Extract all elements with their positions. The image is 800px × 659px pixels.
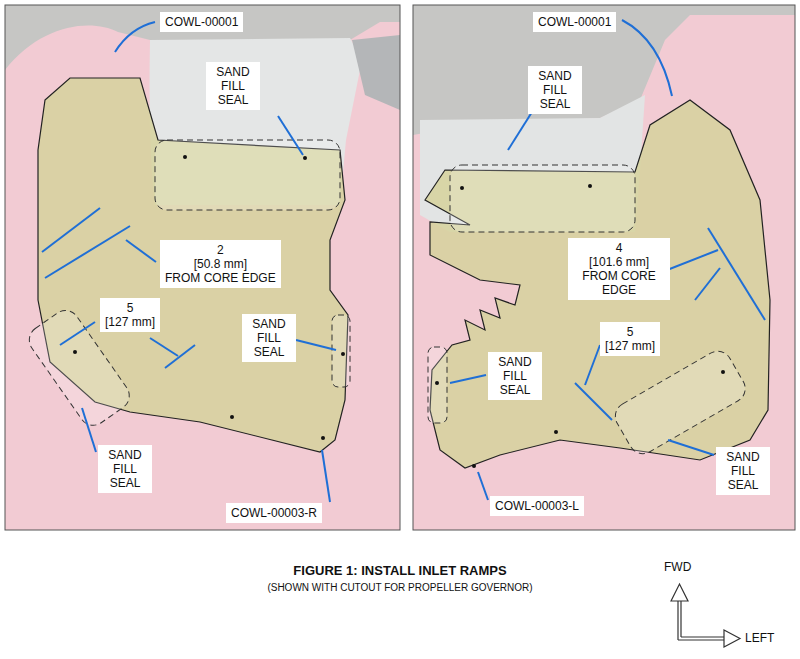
callout-label: FWD (664, 560, 691, 574)
callout-label: 2 (165, 243, 276, 257)
seal-area (450, 165, 635, 232)
direction-arrows (671, 584, 740, 647)
cowl-surface (5, 22, 400, 530)
callout-box: SAND FILL SEAL (206, 62, 260, 110)
panel-border (5, 5, 400, 530)
callout-label: SAND FILL SEAL (533, 69, 577, 111)
callout-label: [101.6 mm] (573, 255, 665, 269)
callout-label: FROM CORE EDGE (165, 271, 276, 285)
callout-box: COWL-00003-L (490, 496, 584, 516)
callout-label: 4 (573, 241, 665, 255)
callout-box: COWL-00001 (160, 12, 243, 32)
callout-label: LEFT (745, 631, 774, 645)
direction-label-group: LEFT (745, 631, 774, 645)
callout-label: COWL-00003-L (495, 499, 579, 513)
callout-box: SAND FILL SEAL (98, 445, 152, 493)
cowl-surface (413, 15, 795, 530)
callout-label: COWL-00001 (165, 15, 238, 29)
callout-box: 4[101.6 mm]FROM CORE EDGE (568, 238, 670, 300)
wall-background (5, 5, 400, 530)
seal-area (610, 346, 750, 459)
seal-area (332, 315, 350, 387)
callout-box: SAND FILL SEAL (528, 66, 582, 114)
figure-title: FIGURE 1: INSTALL INLET RAMPS (0, 563, 800, 578)
callout-label: [50.8 mm] (165, 257, 276, 271)
callout-box: SAND FILL SEAL (716, 447, 770, 495)
callout-box: 2[50.8 mm]FROM CORE EDGE (160, 240, 281, 288)
callout-label: SAND FILL SEAL (211, 65, 255, 107)
callout-label: SAND FILL SEAL (103, 448, 147, 490)
direction-label-group: FWD (664, 560, 691, 574)
callout-label: 5 (105, 301, 155, 315)
callout-label: [127 mm] (105, 315, 155, 329)
inlet-ramp (425, 100, 770, 468)
callout-box: COWL-00001 (533, 12, 616, 32)
wall-background (413, 5, 795, 530)
callout-box: 5[127 mm] (600, 322, 660, 356)
fastener-dots (435, 184, 725, 468)
callout-label: COWL-00001 (538, 15, 611, 29)
callout-box: 5[127 mm] (100, 298, 160, 332)
callout-box: COWL-00003-R (226, 503, 322, 523)
callout-label: [127 mm] (605, 339, 655, 353)
callout-label: COWL-00003-R (231, 506, 317, 520)
callout-label: 5 (605, 325, 655, 339)
fastener-dots (73, 155, 345, 440)
inlet-part (420, 95, 645, 232)
seal-area (428, 347, 447, 423)
leader-lines (42, 22, 336, 502)
callout-box: SAND FILL SEAL (488, 352, 542, 400)
figure-caption: (SHOWN WITH CUTOUT FOR PROPELLER GOVERNO… (0, 582, 800, 593)
seal-area (155, 140, 340, 210)
bracket (352, 35, 400, 110)
callout-label: SAND FILL SEAL (721, 450, 765, 492)
callout-box: SAND FILL SEAL (242, 314, 296, 362)
callout-label: SAND FILL SEAL (493, 355, 537, 397)
callout-label: SAND FILL SEAL (247, 317, 291, 359)
panel-border (413, 5, 795, 530)
callout-label: FROM CORE EDGE (573, 269, 665, 297)
leader-lines (450, 20, 765, 500)
